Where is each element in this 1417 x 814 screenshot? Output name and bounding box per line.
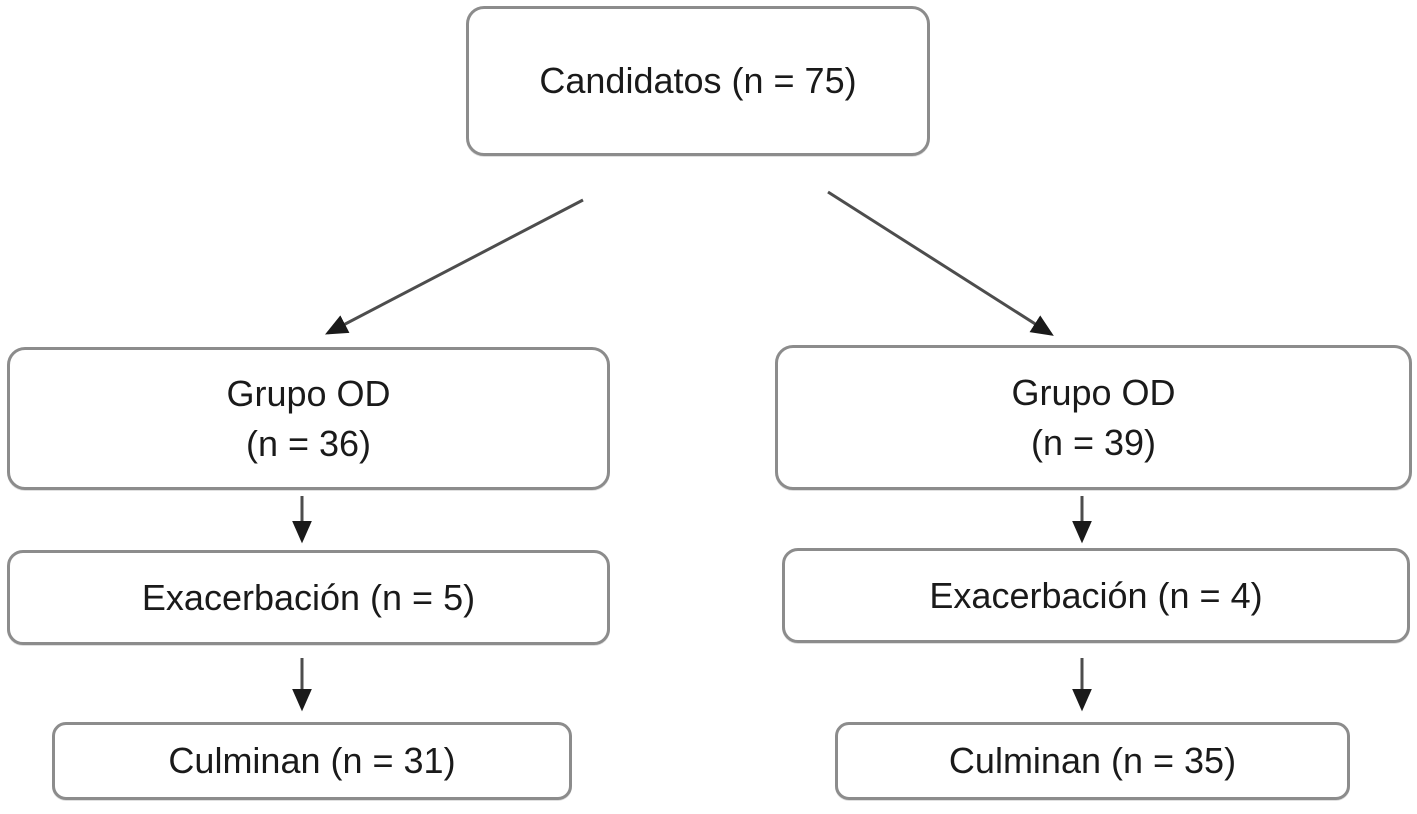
node-culminan-left: Culminan (n = 31) [52,722,572,800]
node-grupo-od-right: Grupo OD (n = 39) [775,345,1412,490]
node-grupo-od-right-line2: (n = 39) [1030,421,1157,463]
node-grupo-od-left-line2: (n = 36) [245,422,372,464]
node-candidatos: Candidatos (n = 75) [466,6,930,156]
node-exacerbacion-left-label: Exacerbación (n = 5) [141,576,476,618]
node-candidatos-label: Candidatos (n = 75) [539,60,857,102]
node-culminan-left-label: Culminan (n = 31) [168,740,456,782]
node-exacerbacion-right: Exacerbación (n = 4) [782,548,1410,643]
node-exacerbacion-right-label: Exacerbación (n = 4) [929,574,1263,616]
node-culminan-right: Culminan (n = 35) [835,722,1350,800]
node-exacerbacion-left: Exacerbación (n = 5) [7,550,610,645]
node-grupo-od-left: Grupo OD (n = 36) [7,347,610,490]
node-grupo-od-right-line1: Grupo OD [1011,371,1176,413]
arrow-candidatos-to-grupo-right [827,190,1054,336]
node-culminan-right-label: Culminan (n = 35) [948,740,1237,782]
arrow-candidatos-to-grupo-left [325,198,584,335]
node-grupo-od-left-line1: Grupo OD [226,372,391,414]
